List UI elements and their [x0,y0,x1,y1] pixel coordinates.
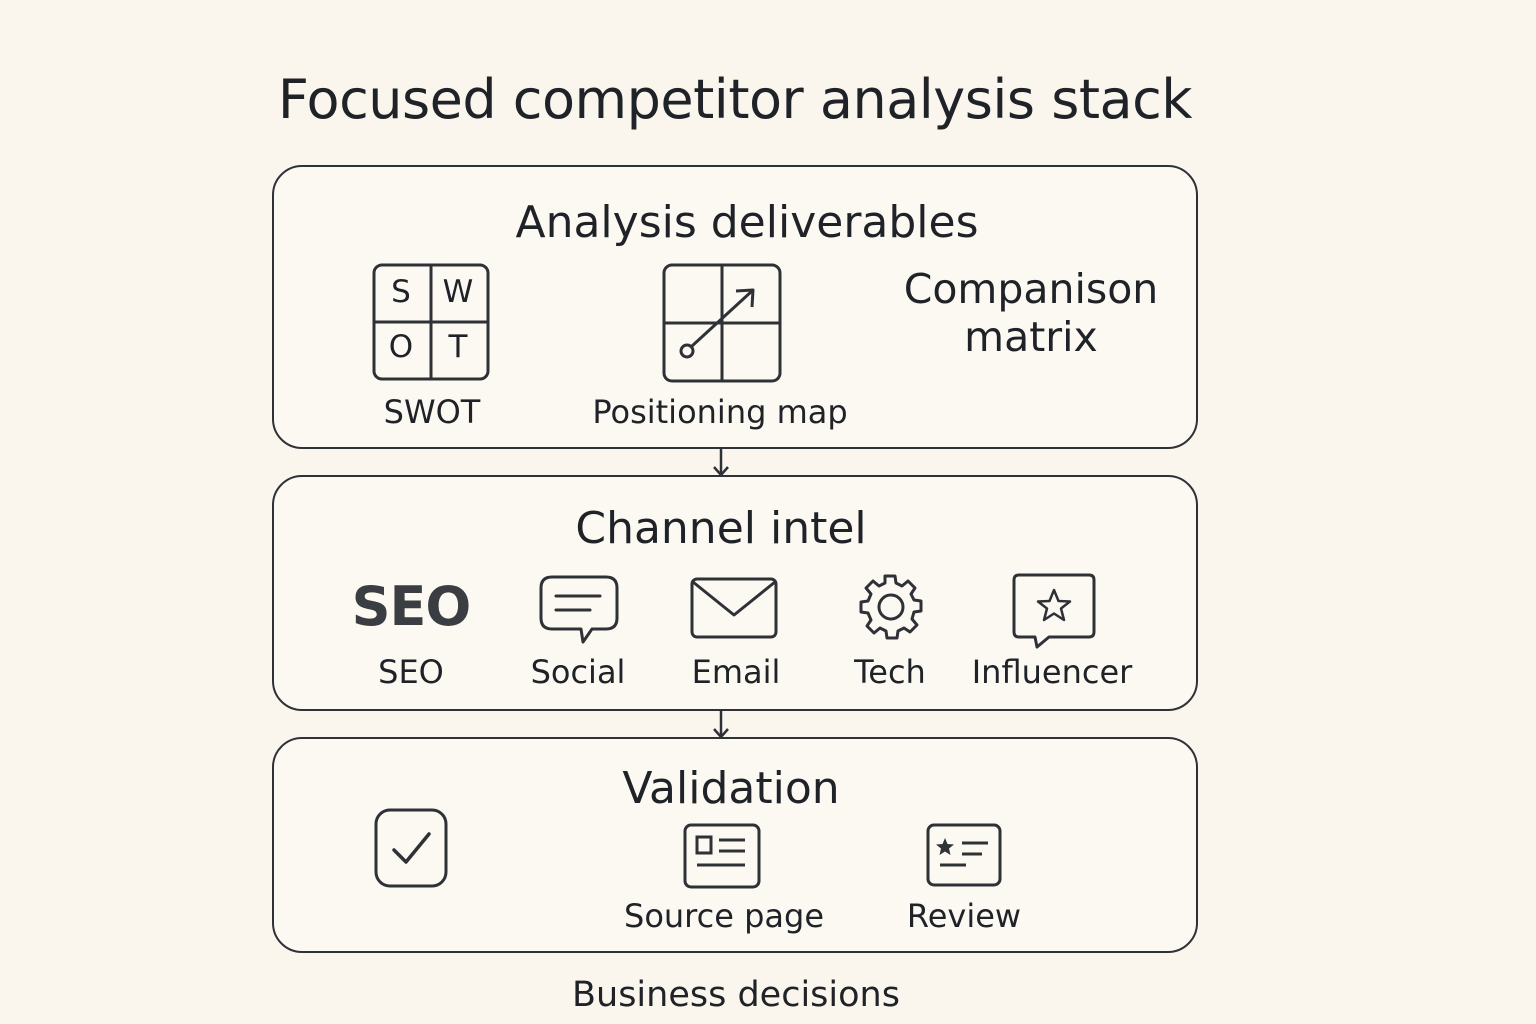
swot-label: SWOT [383,393,481,431]
swot-grid-icon: S W O T [372,263,490,381]
comparison-matrix-text: Companison matrix [886,265,1176,361]
swot-letter-s: S [391,274,411,310]
star-bubble-icon [1011,572,1097,650]
positioning-map-icon [662,263,782,383]
source-page-icon [683,823,761,889]
analysis-deliverables-panel: Analysis deliverables S W O T SWOT Posit… [272,165,1198,449]
speech-bubble-icon [538,574,620,646]
swot-letter-w: W [442,274,474,310]
footer-business-decisions: Business decisions [572,975,900,1015]
comparison-matrix-line1: Companison [903,265,1159,313]
analysis-deliverables-title: Analysis deliverables [515,197,979,248]
channel-label-email: Email [691,653,781,691]
page-title: Focused competitor analysis stack [277,68,1193,131]
envelope-icon [690,577,778,639]
channel-label-seo: SEO [378,653,444,691]
channel-intel-title: Channel intel [575,503,867,554]
positioning-map-label: Positioning map [592,393,848,431]
channel-intel-panel: Channel intel SEO SEO Social Email Tech [272,475,1198,711]
swot-letter-t: T [448,329,468,365]
review-card-icon [926,823,1002,887]
seo-text-icon: SEO [351,575,472,638]
swot-letter-o: O [388,329,414,365]
validation-label-review: Review [906,897,1022,935]
channel-label-tech: Tech [854,653,926,691]
gear-icon [852,573,928,645]
comparison-matrix-line2: matrix [964,313,1098,361]
validation-label-source-page: Source page [624,897,824,935]
validation-panel: Validation Source page Review [272,737,1198,953]
channel-label-social: Social [530,653,626,691]
validation-title: Validation [622,763,840,814]
checkbox-icon [374,808,448,888]
channel-label-influencer: Influencer [971,653,1133,691]
